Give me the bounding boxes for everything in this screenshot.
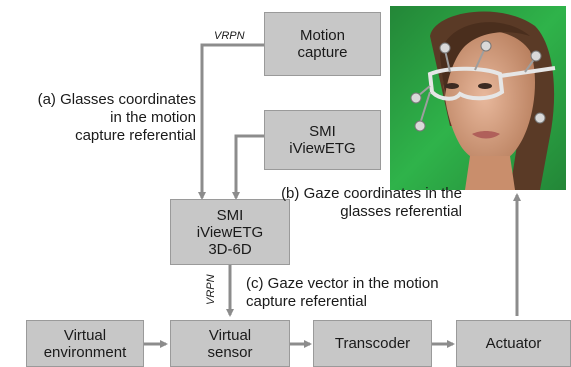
arrow-smi-to-3d6d [232,134,264,200]
subject-photo [390,6,566,190]
vrpn-label-side: VRPN [205,274,217,305]
virtual-environment-box: Virtual environment [26,320,144,367]
motion-capture-box: Motion capture [264,12,381,76]
actuator-box: Actuator [456,320,571,367]
virtual-sensor-box: Virtual sensor [170,320,290,367]
label-a-glasses-coordinates: (a) Glasses coordinates in the motion ca… [37,91,196,144]
label-c-gaze-vector: (c) Gaze vector in the motion capture re… [246,275,439,310]
transcoder-box: Transcoder [313,320,432,367]
subject-photo-illustration [390,6,566,190]
smi-iviewetg-box: SMI iViewETG [264,110,381,170]
vrpn-label-top: VRPN [214,30,245,42]
label-b-gaze-coordinates: (b) Gaze coordinates in the glasses refe… [281,185,462,220]
arrow-motion-to-3d6d [198,43,264,200]
smi-iviewetg-3d6d-box: SMI iViewETG 3D-6D [170,199,290,265]
